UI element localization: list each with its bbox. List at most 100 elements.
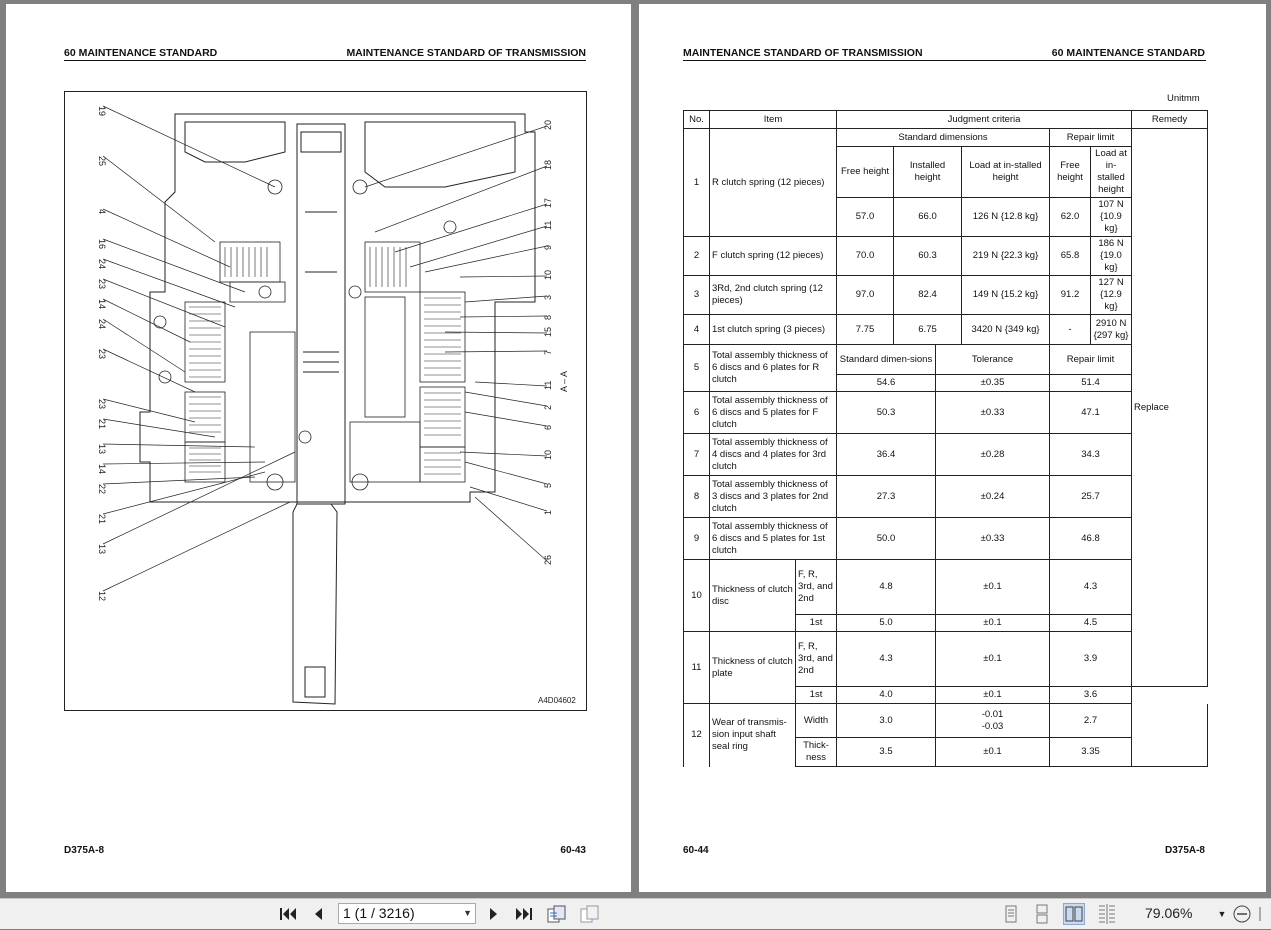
remedy-cell: Replace: [1131, 128, 1209, 687]
cell: 62.0: [1049, 197, 1092, 237]
leader-line: [474, 381, 548, 387]
callout-label: 26: [543, 555, 553, 565]
callout-label: 2: [543, 405, 553, 410]
cell: 3420 N {349 kg}: [961, 314, 1051, 345]
left-header-section: 60 MAINTENANCE STANDARD: [64, 47, 218, 59]
row-item: Total assembly thickness of 6 discs and …: [708, 517, 838, 560]
next-page-icon[interactable]: [484, 904, 504, 924]
page-view-2-icon[interactable]: [578, 904, 602, 924]
unit-label: Unitmm: [1167, 93, 1200, 104]
remedy-empty: [1131, 737, 1209, 767]
cell: 3.5: [836, 737, 937, 767]
leader-line: [102, 105, 276, 188]
cell: ±0.35: [935, 374, 1051, 392]
cell: -: [1049, 314, 1092, 345]
toolbar-more-icon[interactable]: [1258, 904, 1268, 924]
sub-item: Width: [794, 703, 838, 738]
callout-label: 18: [543, 160, 553, 170]
leader-line: [459, 451, 548, 457]
callout-label: 21: [97, 419, 107, 429]
callout-label: 11: [543, 381, 553, 390]
sub-item: Thick-ness: [794, 737, 838, 767]
row-no: 1: [683, 128, 710, 237]
callout-label: 23: [97, 399, 107, 409]
cell: 4.3: [836, 631, 937, 687]
left-footer-model: D375A-8: [64, 845, 105, 856]
callout-label: 24: [97, 319, 107, 329]
right-page: MAINTENANCE STANDARD OF TRANSMISSION 60 …: [639, 4, 1266, 892]
callout-label: 17: [543, 198, 553, 208]
left-header-rule: [64, 60, 586, 61]
cell: 97.0: [836, 275, 895, 315]
leader-line: [464, 411, 548, 427]
cell: 6.75: [893, 314, 963, 345]
cell: 57.0: [836, 197, 895, 237]
row-item: Total assembly thickness of 3 discs and …: [708, 475, 838, 518]
cell: ±0.1: [935, 686, 1051, 704]
leader-line: [444, 350, 548, 353]
cell: 186 N {19.0 kg}: [1090, 236, 1133, 276]
callout-label: 13: [97, 544, 107, 554]
left-page: 60 MAINTENANCE STANDARD MAINTENANCE STAN…: [6, 4, 631, 892]
leader-line: [102, 348, 196, 393]
zoom-dropdown-icon[interactable]: ▼: [1217, 909, 1227, 919]
callout-label: 10: [543, 450, 553, 460]
cell: 50.0: [836, 517, 937, 560]
single-page-icon[interactable]: [1000, 903, 1022, 925]
right-footer-page-number: 60-44: [683, 845, 709, 856]
leader-line: [444, 331, 548, 334]
page-number-field[interactable]: 1 (1 / 3216) ▼: [338, 903, 476, 924]
page-number-value: 1 (1 / 3216): [343, 905, 415, 921]
callout-label: 6: [543, 425, 553, 430]
leader-line: [464, 461, 548, 485]
cell: ±0.33: [935, 517, 1051, 560]
cell: ±0.1: [935, 737, 1051, 767]
prev-page-icon[interactable]: [308, 904, 328, 924]
cell: 126 N {12.8 kg}: [961, 197, 1051, 237]
callout-label: 8: [543, 315, 553, 320]
page-view-icon[interactable]: [545, 904, 569, 924]
figure-code: A4D04602: [538, 696, 576, 705]
callout-label: 11: [543, 221, 553, 230]
sub-item: 1st: [794, 614, 838, 632]
cell: 127 N {12.9 kg}: [1090, 275, 1133, 315]
cell: 4.0: [836, 686, 937, 704]
callout-label: 19: [97, 106, 107, 116]
leader-line: [102, 501, 291, 592]
cell: 2.7: [1049, 703, 1133, 738]
leader-line: [464, 391, 548, 407]
right-header-title: MAINTENANCE STANDARD OF TRANSMISSION: [683, 47, 923, 59]
row-no: 4: [683, 314, 710, 345]
dropdown-caret-icon[interactable]: ▼: [463, 908, 472, 918]
zoom-level[interactable]: 79.06%: [1145, 905, 1193, 921]
leader-line: [102, 451, 296, 545]
two-page-icon[interactable]: [1063, 903, 1085, 925]
first-page-icon[interactable]: [278, 904, 298, 924]
row-item: Wear of transmis-sion input shaft seal r…: [709, 703, 796, 767]
leader-line: [102, 298, 191, 343]
two-page-continuous-icon[interactable]: [1096, 903, 1118, 925]
cell: 5.0: [836, 614, 937, 632]
callout-label: 20: [543, 120, 553, 130]
zoom-out-icon[interactable]: [1231, 904, 1253, 924]
cell: ±0.1: [935, 614, 1051, 632]
sub-item: F, R, 3rd, and 2nd: [794, 559, 838, 615]
header-no: No.: [683, 110, 710, 129]
header-tolerance: Tolerance: [935, 344, 1051, 375]
callout-label: 5: [543, 483, 553, 488]
cell: 65.8: [1049, 236, 1092, 276]
leader-line: [409, 225, 548, 268]
leader-line: [102, 258, 236, 308]
row-no: 8: [683, 475, 710, 518]
callout-label: 7: [543, 350, 553, 355]
leader-line: [364, 125, 548, 188]
leader-line: [102, 278, 226, 328]
row-no: 9: [683, 517, 710, 560]
left-header-title: MAINTENANCE STANDARD OF TRANSMISSION: [346, 47, 586, 59]
continuous-icon[interactable]: [1031, 903, 1053, 925]
last-page-icon[interactable]: [513, 904, 535, 924]
row-item: Thickness of clutch disc: [709, 559, 796, 632]
callout-label: 22: [97, 484, 107, 494]
cell: 3.6: [1049, 686, 1133, 704]
header-remedy: Remedy: [1131, 110, 1209, 129]
